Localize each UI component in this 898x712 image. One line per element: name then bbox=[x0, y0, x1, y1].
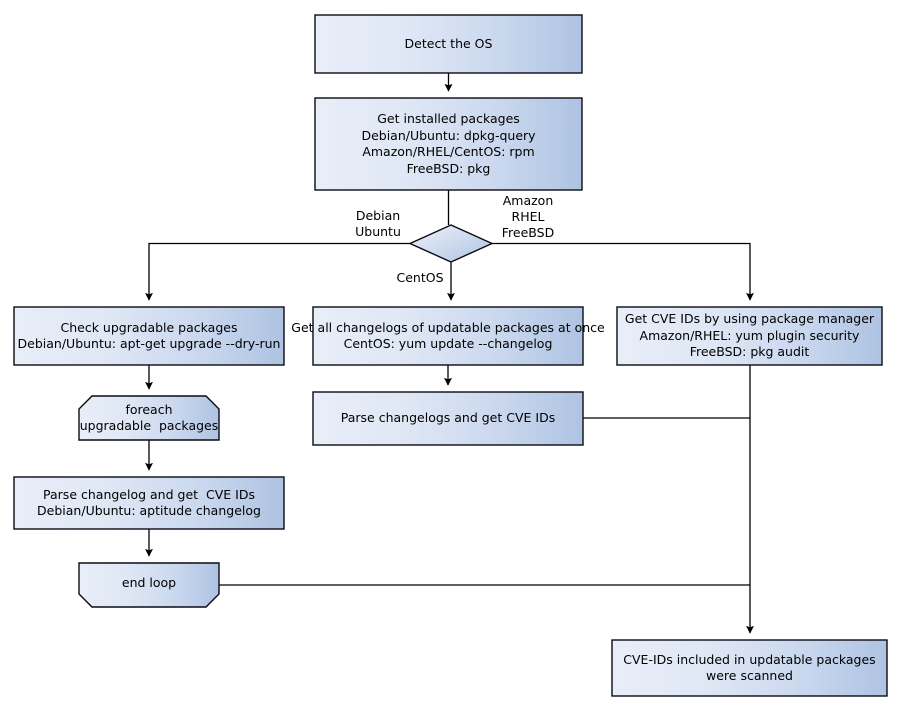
edge-layer bbox=[145, 73, 754, 634]
node-parse-changelog-get-cve-ids[interactable]: Parse changelog and get CVE IDs Debian/U… bbox=[14, 477, 284, 529]
node-label-parse-changelog-get-cve-ids: Parse changelog and get CVE IDs Debian/U… bbox=[37, 486, 261, 519]
node-label-cve-ids-scanned: CVE-IDs included in updatable packages w… bbox=[623, 651, 876, 684]
node-label-get-all-changelogs: Get all changelogs of updatable packages… bbox=[291, 319, 605, 352]
node-parse-changelogs-get-cve-ids[interactable]: Parse changelogs and get CVE IDs bbox=[313, 392, 583, 445]
node-label-check-upgradable-packages: Check upgradable packages Debian/Ubuntu:… bbox=[17, 319, 281, 352]
node-shape-cve-ids-scanned[interactable] bbox=[611, 639, 888, 697]
node-get-installed-packages[interactable]: Get installed packages Debian/Ubuntu: dp… bbox=[315, 98, 582, 190]
node-foreach-upgradable-packages[interactable]: foreach upgradable packages bbox=[79, 396, 219, 440]
node-shape-check-upgradable-packages[interactable] bbox=[13, 306, 285, 366]
node-label-parse-changelogs-get-cve-ids: Parse changelogs and get CVE IDs bbox=[340, 410, 556, 426]
edge-label-debian-ubuntu: Debian Ubuntu bbox=[355, 208, 401, 239]
node-shape-parse-changelog-get-cve-ids[interactable] bbox=[13, 476, 285, 530]
node-label-get-installed-packages: Get installed packages Debian/Ubuntu: dp… bbox=[361, 111, 536, 176]
node-shape-get-cve-ids-package-manager[interactable] bbox=[616, 306, 883, 366]
node-label-get-cve-ids-package-manager: Get CVE IDs by using package manager Ama… bbox=[624, 311, 875, 360]
node-shape-os-decision[interactable] bbox=[408, 224, 494, 263]
node-label-end-loop: end loop bbox=[121, 574, 177, 590]
node-shape-parse-changelogs-get-cve-ids[interactable] bbox=[312, 391, 584, 446]
node-detect-os[interactable]: Detect the OS bbox=[315, 15, 582, 73]
node-os-decision[interactable] bbox=[410, 225, 492, 262]
node-shape-foreach-upgradable-packages[interactable] bbox=[78, 395, 220, 441]
node-shape-end-loop[interactable] bbox=[78, 562, 220, 608]
node-shape-layer bbox=[13, 14, 888, 697]
node-end-loop[interactable]: end loop bbox=[79, 563, 219, 603]
edge-label-centos: CentOS bbox=[396, 270, 444, 285]
node-shape-get-all-changelogs[interactable] bbox=[312, 306, 584, 366]
edge-decision-to-get-cve-ids bbox=[492, 242, 754, 301]
node-check-upgradable-packages[interactable]: Check upgradable packages Debian/Ubuntu:… bbox=[14, 307, 284, 365]
node-shape-get-installed-packages[interactable] bbox=[314, 97, 583, 191]
edge-label-amazon-rhel-freebsd: Amazon RHEL FreeBSD bbox=[501, 193, 555, 240]
node-label-foreach-upgradable-packages: foreach upgradable packages bbox=[79, 401, 219, 434]
node-label-detect-os: Detect the OS bbox=[404, 35, 493, 51]
node-get-cve-ids-package-manager[interactable]: Get CVE IDs by using package manager Ama… bbox=[617, 307, 882, 365]
edge-decision-to-check-upgradable bbox=[145, 242, 410, 301]
node-get-all-changelogs[interactable]: Get all changelogs of updatable packages… bbox=[291, 307, 604, 365]
node-shape-detect-os[interactable] bbox=[314, 14, 583, 74]
node-cve-ids-scanned[interactable]: CVE-IDs included in updatable packages w… bbox=[612, 640, 887, 696]
